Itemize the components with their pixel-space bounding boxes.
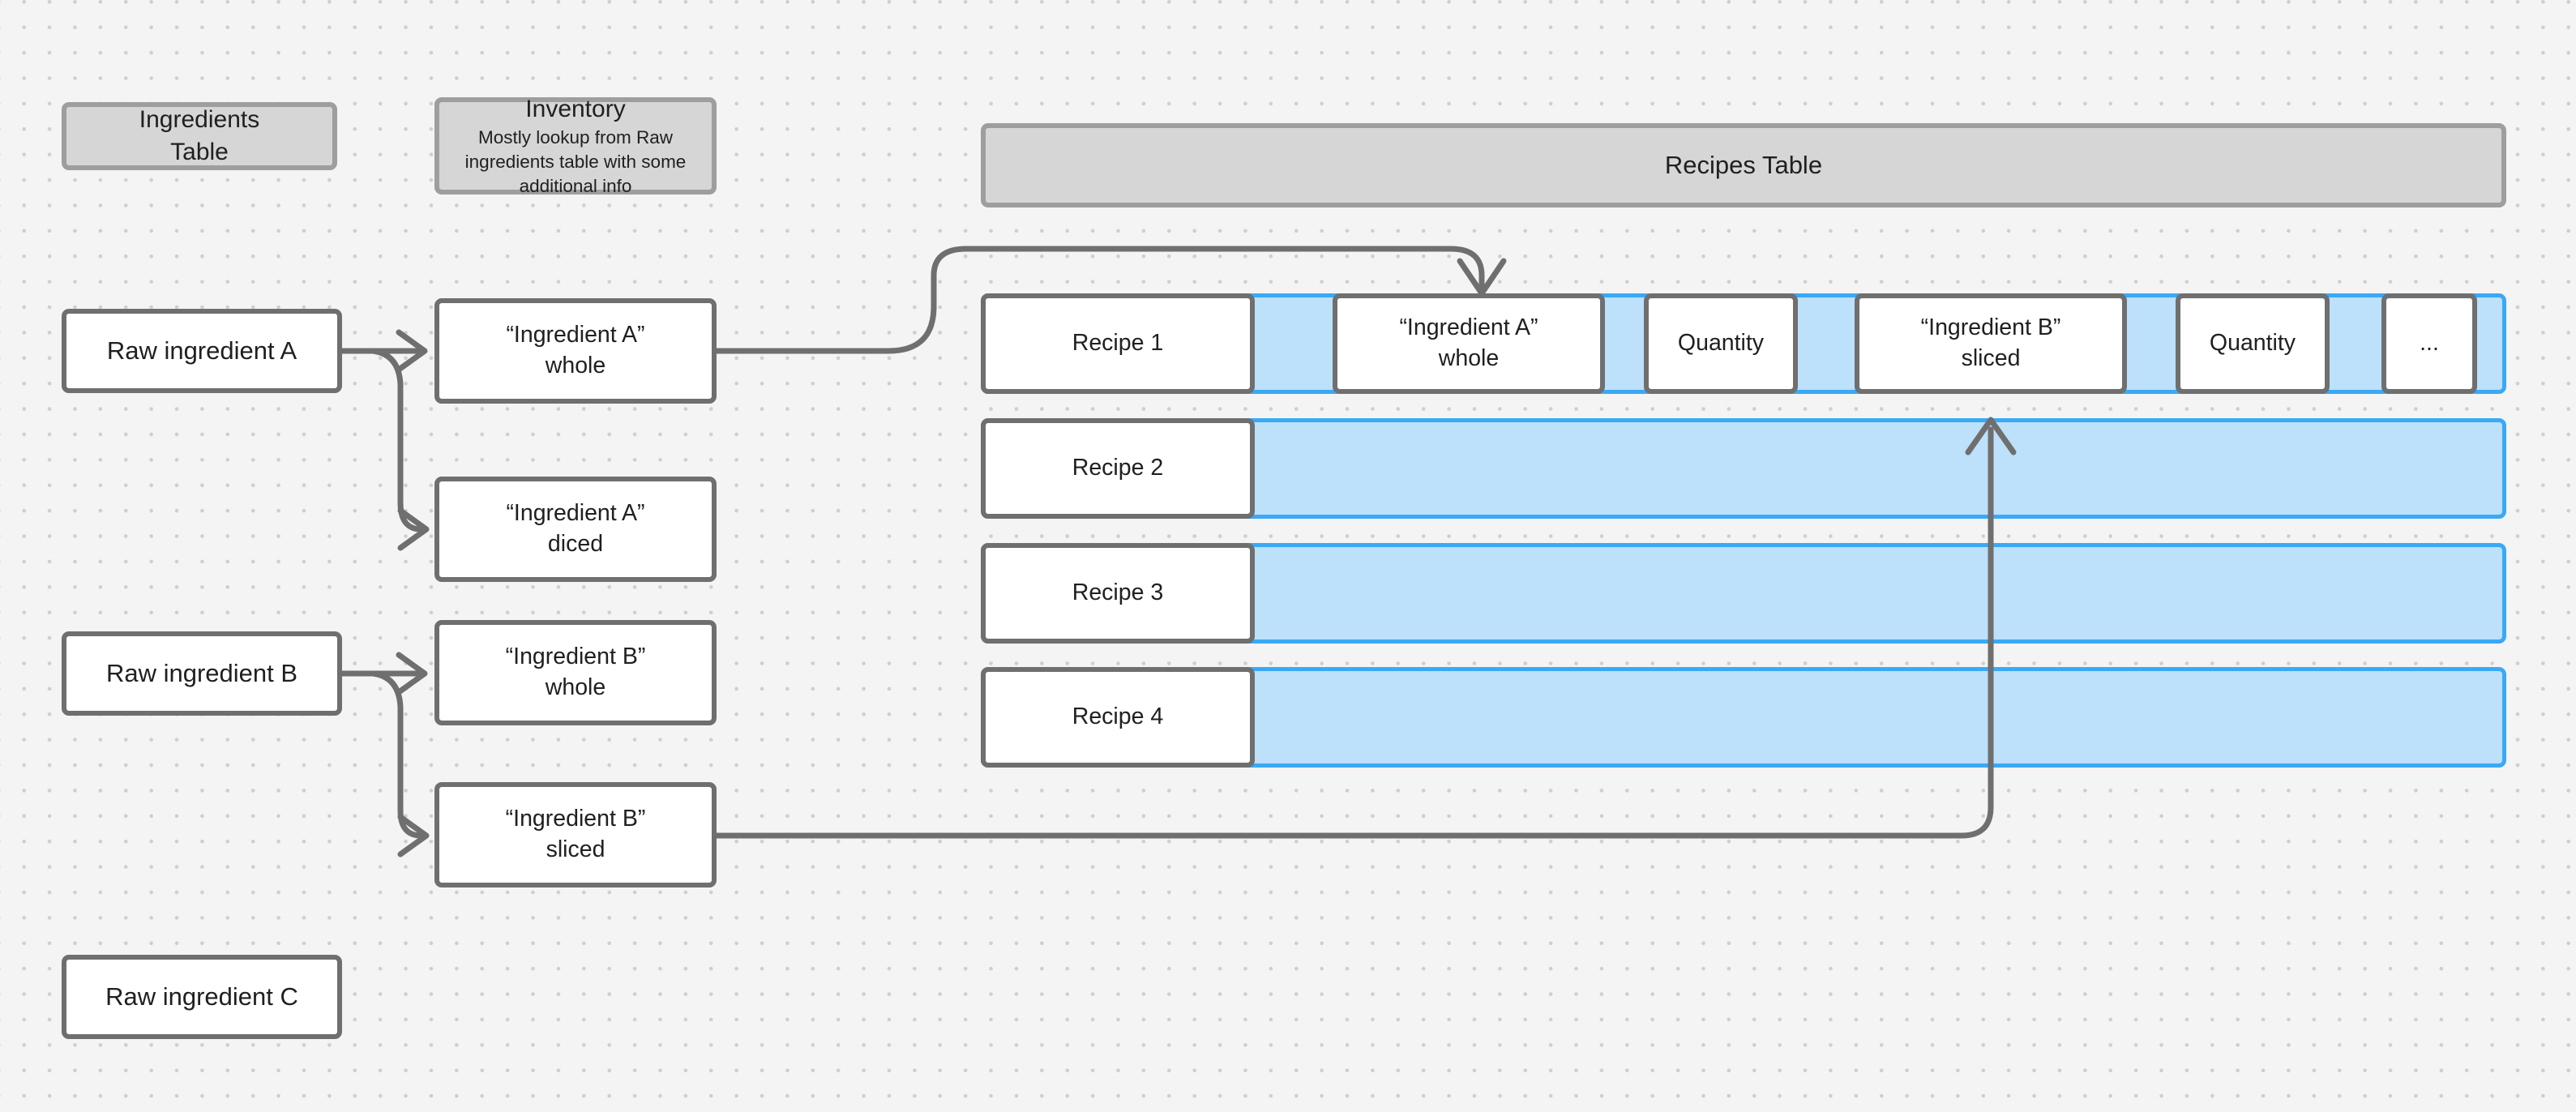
recipe-1-cell-ingredient-b-line2: sliced xyxy=(1961,345,2021,371)
inventory-item-a-whole-line1: “Ingredient A” xyxy=(506,322,645,349)
inventory-item-b-whole-line2: whole xyxy=(545,674,606,700)
raw-ingredient-c-label: Raw ingredient C xyxy=(105,982,298,1011)
raw-ingredient-a-label: Raw ingredient A xyxy=(106,336,297,366)
recipe-1-name-label: Recipe 1 xyxy=(1072,330,1164,357)
recipes-table-header-title: Recipes Table xyxy=(1664,151,1823,180)
recipe-1-cell-quantity-a-label: Quantity xyxy=(1677,330,1765,357)
inventory-item-a-diced[interactable]: “Ingredient A” diced xyxy=(434,477,717,582)
ingredients-table-header: Ingredients Table xyxy=(62,102,337,170)
raw-ingredient-c[interactable]: Raw ingredient C xyxy=(62,955,342,1039)
recipe-1-cell-more[interactable]: ... xyxy=(2381,293,2477,394)
recipe-1-cell-ingredient-a-line2: whole xyxy=(1438,345,1500,371)
inventory-item-b-sliced[interactable]: “Ingredient B” sliced xyxy=(434,782,717,887)
inventory-item-a-diced-line1: “Ingredient A” xyxy=(506,500,645,527)
ingredients-table-header-line2: Table xyxy=(170,139,229,165)
ingredients-table-header-line1: Ingredients xyxy=(139,106,260,134)
inventory-header-desc-line2: ingredients table with some xyxy=(464,151,687,172)
recipe-2-name-cell[interactable]: Recipe 2 xyxy=(981,418,1255,519)
inventory-header-desc-line3: additional info xyxy=(519,175,632,196)
inventory-item-b-whole-line1: “Ingredient B” xyxy=(505,644,646,670)
recipe-1-cell-more-label: ... xyxy=(2420,330,2439,357)
recipe-1-name-cell[interactable]: Recipe 1 xyxy=(981,293,1255,394)
recipe-4-name-cell[interactable]: Recipe 4 xyxy=(981,667,1255,768)
recipe-1-cell-ingredient-a-line1: “Ingredient A” xyxy=(1399,314,1538,341)
inventory-item-a-diced-line2: diced xyxy=(547,531,604,557)
recipes-table-header: Recipes Table xyxy=(981,123,2506,207)
recipe-3-name-label: Recipe 3 xyxy=(1072,580,1164,606)
inventory-item-a-whole-line2: whole xyxy=(545,353,606,379)
connector-rawA-to-A-diced xyxy=(370,348,430,551)
recipe-2-name-label: Recipe 2 xyxy=(1072,455,1164,481)
recipe-1-cell-ingredient-a[interactable]: “Ingredient A” whole xyxy=(1333,293,1605,394)
inventory-item-b-whole[interactable]: “Ingredient B” whole xyxy=(434,620,717,725)
raw-ingredient-b-label: Raw ingredient B xyxy=(105,659,298,688)
inventory-header: Inventory Mostly lookup from Raw ingredi… xyxy=(434,96,717,196)
raw-ingredient-a[interactable]: Raw ingredient A xyxy=(62,309,342,393)
inventory-header-desc-line1: Mostly lookup from Raw xyxy=(477,127,674,148)
inventory-item-b-sliced-line2: sliced xyxy=(546,836,605,862)
raw-ingredient-b[interactable]: Raw ingredient B xyxy=(62,631,342,716)
recipe-4-name-label: Recipe 4 xyxy=(1072,704,1164,730)
recipe-1-cell-ingredient-b-line1: “Ingredient B” xyxy=(1920,314,2061,341)
recipe-1-cell-quantity-a[interactable]: Quantity xyxy=(1644,293,1798,394)
inventory-item-a-whole[interactable]: “Ingredient A” whole xyxy=(434,298,717,404)
inventory-header-title: Inventory xyxy=(525,96,626,123)
recipe-1-cell-quantity-b[interactable]: Quantity xyxy=(2176,293,2330,394)
recipe-1-cell-quantity-b-label: Quantity xyxy=(2209,330,2296,357)
connector-rawB-to-B-whole xyxy=(339,652,428,695)
inventory-item-b-sliced-line1: “Ingredient B” xyxy=(505,806,646,832)
recipe-1-cell-ingredient-b[interactable]: “Ingredient B” sliced xyxy=(1855,293,2127,394)
recipe-3-name-cell[interactable]: Recipe 3 xyxy=(981,543,1255,644)
connector-rawB-to-B-sliced xyxy=(370,670,430,858)
connector-rawA-to-A-whole xyxy=(339,329,428,373)
